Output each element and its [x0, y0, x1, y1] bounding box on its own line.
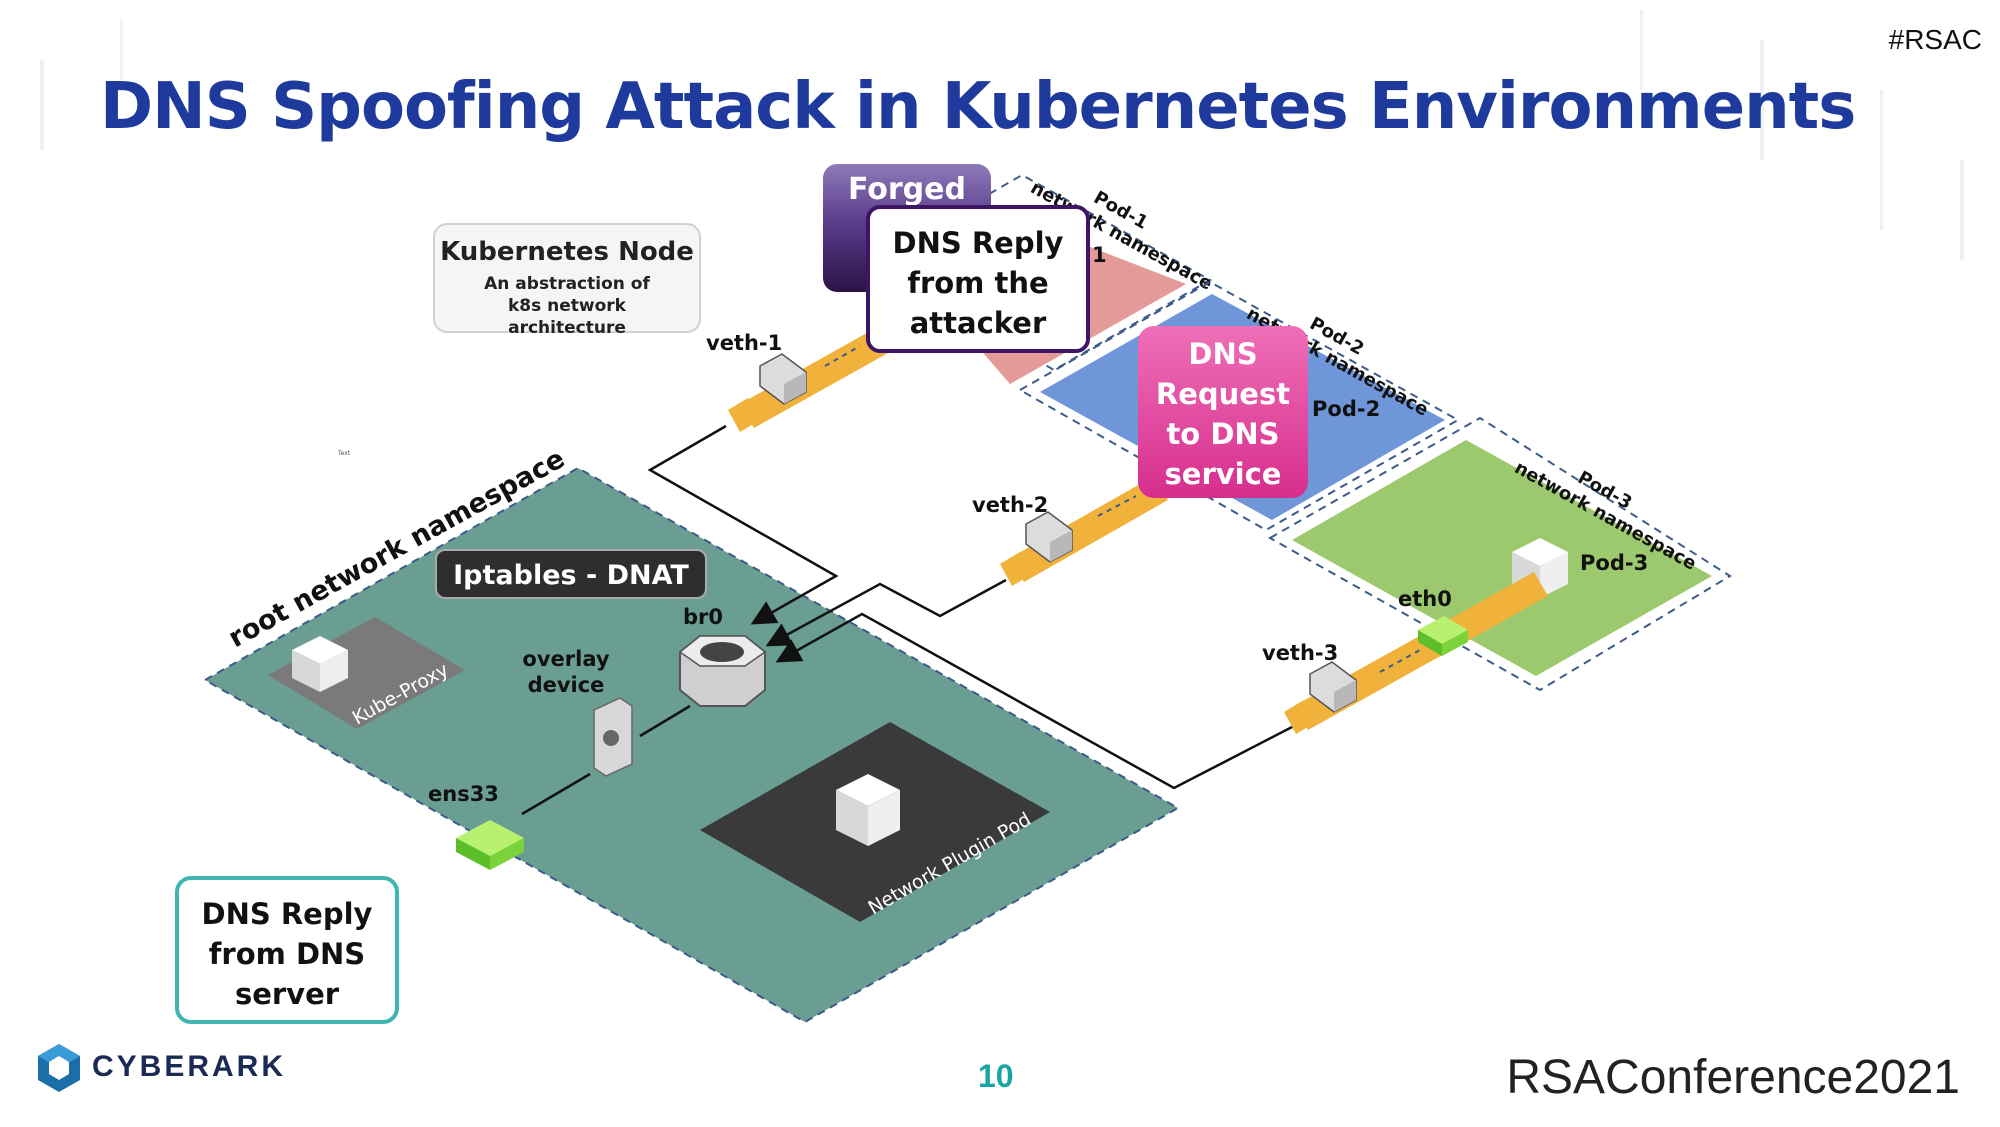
pod3-label: Pod-3	[1580, 551, 1648, 575]
eth0-nic-icon	[1418, 616, 1468, 656]
veth2-label: veth-2	[972, 493, 1048, 517]
br0-switch-icon	[678, 635, 767, 707]
dns-reply-server-callout: DNS Reply from DNS server	[175, 876, 399, 1024]
pod3-plane	[1292, 440, 1712, 676]
cyberark-hex-icon	[38, 1044, 80, 1092]
kube-proxy-server-icon	[292, 636, 348, 692]
pod1-label: 1	[1092, 243, 1107, 267]
rsa-conference-logo: RSAConference2021	[1506, 1051, 1960, 1104]
kubernetes-node-title: Kubernetes Node	[440, 237, 694, 267]
eth0-label: eth0	[1398, 587, 1452, 611]
iptables-badge: Iptables - DNAT	[435, 549, 707, 599]
links	[521, 424, 1295, 816]
ens33-nic-icon	[456, 820, 524, 870]
svg-text:Iptables - DNAT: Iptables - DNAT	[453, 560, 689, 591]
overlay-device-icon	[593, 697, 633, 777]
br0-label: br0	[683, 605, 723, 629]
veth3-connector-icon	[1309, 661, 1357, 713]
dns-reply-attacker-callout: DNS Reply from the attacker	[866, 205, 1090, 353]
pod3-server-icon	[1512, 538, 1568, 598]
cyberark-wordmark: CYBERARK	[92, 1050, 287, 1083]
kube-proxy-plane	[268, 617, 465, 729]
root-namespace-plane	[202, 466, 1181, 1024]
pod2-label: Pod-2	[1312, 397, 1380, 421]
page-number: 10	[978, 1058, 1014, 1094]
cyberark-logo: CYBERARK	[36, 1042, 286, 1092]
pod3-namespace-outline	[1267, 416, 1732, 692]
network-plugin-server-icon	[836, 774, 900, 846]
veth2-connector-icon	[1025, 511, 1073, 563]
ens33-label: ens33	[428, 782, 499, 806]
background-dots	[40, 10, 1964, 260]
slide-title: DNS Spoofing Attack in Kubernetes Enviro…	[100, 70, 1856, 144]
veth1-connector-icon	[759, 353, 807, 405]
veth1-label: veth-1	[706, 331, 782, 355]
kubernetes-node-callout: Kubernetes Node An abstraction of k8s ne…	[433, 223, 701, 338]
tiny-text: Text	[337, 450, 351, 457]
veth3-pipe	[1284, 572, 1548, 734]
hashtag: #RSAC	[1888, 24, 1982, 55]
kubernetes-node-subtitle: An abstraction of k8s network architectu…	[484, 274, 650, 338]
veth3-label: veth-3	[1262, 641, 1338, 665]
dns-request-callout: DNS Request to DNS service	[1138, 326, 1308, 498]
